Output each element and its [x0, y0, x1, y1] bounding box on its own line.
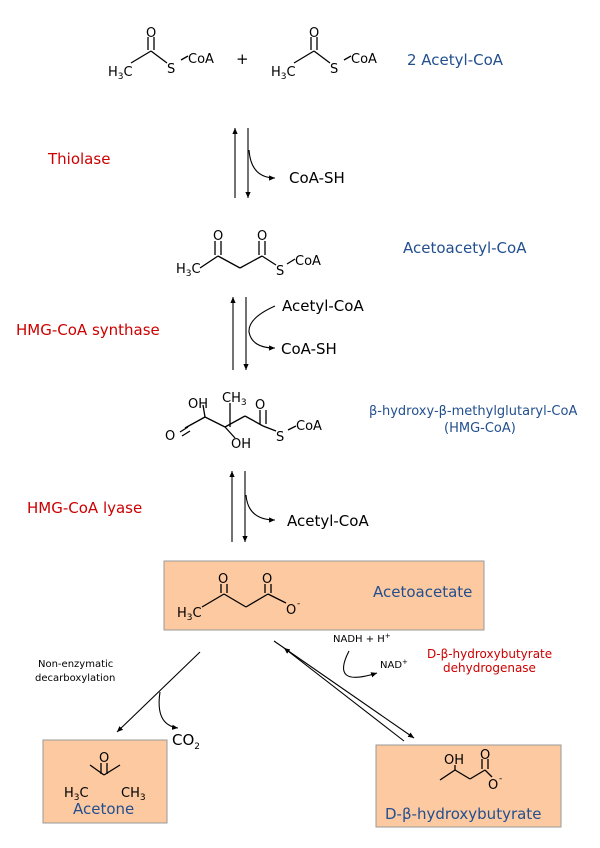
hmg-coa-label-line1: β-hydroxy-β-methylglutaryl-CoA — [369, 404, 577, 419]
svg-text:S: S — [276, 264, 284, 279]
svg-text:O: O — [213, 229, 223, 244]
hmg-coa-structure: OH O CH3 OH O S CoA — [165, 391, 322, 452]
co2-product: CO2 — [172, 731, 200, 752]
acetyl-coa-structure-1: O S CoA H3C — [108, 26, 214, 82]
acetone-box — [42, 739, 168, 824]
svg-text:O: O — [146, 26, 156, 41]
svg-text:CH3: CH3 — [222, 391, 247, 408]
svg-text:OH: OH — [231, 437, 251, 452]
svg-text:CoA: CoA — [351, 52, 377, 67]
hydroxybutyrate-structure: OH O O - — [439, 748, 502, 793]
acetyl-coa-label: 2 Acetyl-CoA — [407, 51, 504, 69]
acetone-structure: O H3C CH3 — [64, 751, 146, 803]
svg-text:H3C: H3C — [271, 65, 296, 82]
svg-text:O: O — [262, 572, 272, 587]
dehydrogenase-label-line1: D-β-hydroxybutyrate — [427, 647, 552, 661]
svg-text:O: O — [165, 429, 175, 444]
acetoacetate-structure: O O O - H3C — [177, 572, 300, 623]
acetone-label: Acetone — [73, 800, 134, 818]
nadh-reactant: NADH + H+ — [333, 632, 391, 645]
svg-text:O: O — [257, 229, 267, 244]
svg-text:O: O — [99, 751, 109, 766]
hmg-coa-lyase-label: HMG-CoA lyase — [27, 499, 142, 517]
decarboxylation-label-line1: Non-enzymatic — [38, 659, 113, 670]
hmg-coa-synthase-equilibrium-arrows — [230, 297, 276, 370]
svg-text:-: - — [297, 599, 300, 609]
decarboxylation-label-line2: decarboxylation — [35, 673, 115, 684]
svg-text:H3C: H3C — [176, 262, 201, 279]
acetyl-coa-reactant: Acetyl-CoA — [282, 297, 364, 315]
svg-text:O: O — [255, 398, 265, 413]
svg-text:O: O — [488, 778, 498, 793]
acetoacetate-box — [163, 560, 485, 631]
hmg-coa-synthase-label: HMG-CoA synthase — [16, 321, 160, 339]
svg-text:-: - — [499, 774, 502, 784]
acetoacetyl-coa-structure: O O S CoA H3C — [176, 229, 321, 279]
svg-text:S: S — [167, 62, 175, 77]
coa-sh-product-2: CoA-SH — [281, 340, 337, 358]
dehydrogenase-equilibrium-arrows — [273, 640, 415, 742]
svg-text:H3C: H3C — [64, 786, 89, 803]
plus-sign: + — [236, 50, 249, 68]
svg-text:H3C: H3C — [177, 606, 202, 623]
acetyl-coa-structure-2: O S CoA H3C — [271, 26, 377, 82]
decarboxylation-arrow — [116, 651, 201, 733]
svg-text:S: S — [276, 430, 284, 445]
svg-text:S: S — [330, 62, 338, 77]
svg-text:OH: OH — [188, 397, 208, 412]
svg-text:O: O — [218, 572, 228, 587]
acetyl-coa-product: Acetyl-CoA — [287, 512, 369, 530]
thiolase-label: Thiolase — [47, 150, 110, 168]
svg-text:O: O — [480, 748, 490, 763]
acetoacetate-label: Acetoacetate — [373, 583, 472, 601]
thiolase-equilibrium-arrows — [232, 128, 276, 198]
hydroxybutyrate-label: D-β-hydroxybutyrate — [385, 805, 541, 823]
acetoacetyl-coa-label: Acetoacetyl-CoA — [403, 239, 527, 257]
coa-sh-product-1: CoA-SH — [289, 169, 345, 187]
hmg-coa-label-line2: (HMG-CoA) — [444, 421, 516, 436]
svg-text:O: O — [286, 603, 296, 618]
svg-text:OH: OH — [444, 753, 464, 768]
hydroxybutyrate-box — [375, 744, 562, 828]
nad-product: NAD+ — [380, 658, 408, 671]
svg-text:O: O — [309, 26, 319, 41]
svg-text:CoA: CoA — [296, 419, 322, 434]
hmg-coa-lyase-equilibrium-arrows — [229, 471, 276, 542]
svg-text:CH3: CH3 — [121, 786, 146, 803]
svg-text:CoA: CoA — [188, 52, 214, 67]
dehydrogenase-label-line2: dehydrogenase — [443, 661, 536, 675]
svg-text:H3C: H3C — [108, 65, 133, 82]
svg-text:CoA: CoA — [295, 254, 321, 269]
